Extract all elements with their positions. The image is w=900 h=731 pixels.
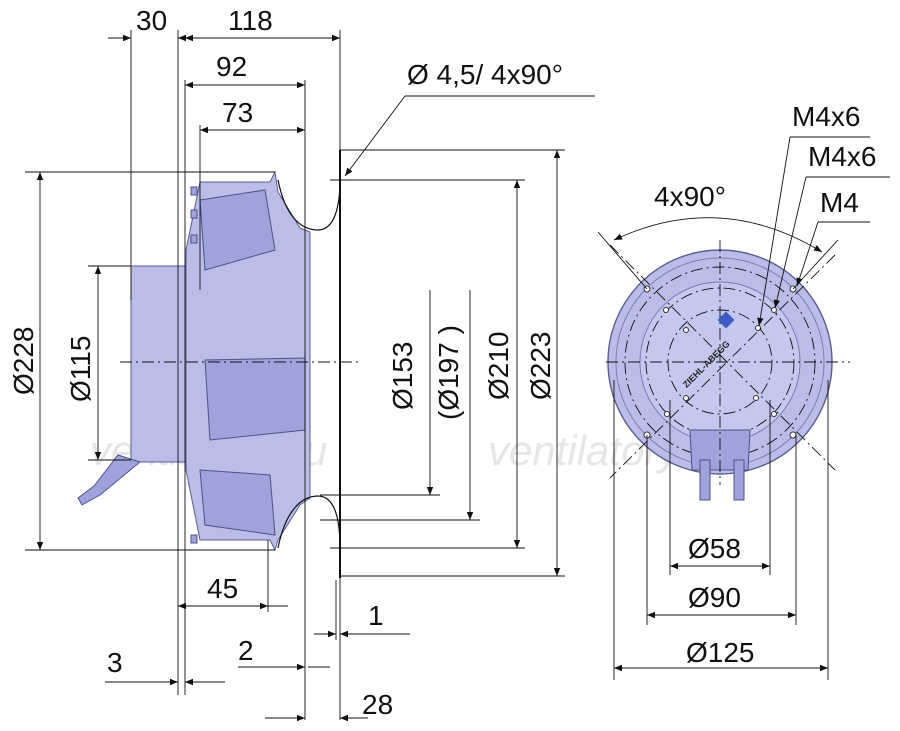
thread-label-2: M4x6 bbox=[808, 141, 876, 172]
logo-mark-icon bbox=[717, 311, 735, 329]
hole-note: Ø 4,5/ 4x90° bbox=[407, 59, 563, 90]
dim-73: 73 bbox=[222, 97, 253, 128]
dim-d223: Ø223 bbox=[525, 332, 556, 401]
dim-d210: Ø210 bbox=[483, 332, 514, 401]
dim-d115: Ø115 bbox=[65, 336, 96, 402]
inlet-nozzle-bottom bbox=[277, 495, 341, 549]
cable-gland bbox=[77, 454, 142, 506]
dim-d90: Ø90 bbox=[688, 582, 741, 613]
front-cable-2 bbox=[733, 459, 745, 501]
dim-d153: Ø153 bbox=[387, 342, 418, 411]
front-view: ZIEHL-ABEGG 4x90° M4x6 M4x6 M4 Ø58 Ø90 bbox=[597, 101, 890, 680]
dim-1: 1 bbox=[368, 600, 384, 631]
side-view: 30 118 92 73 Ø 4,5/ 4x90° Ø228 Ø115 Ø153… bbox=[8, 5, 595, 722]
blade-middle bbox=[204, 357, 306, 441]
dim-2: 2 bbox=[238, 635, 254, 666]
dim-d197: (Ø197 ) bbox=[433, 325, 464, 420]
dim-d125: Ø125 bbox=[686, 637, 755, 668]
motor-hub bbox=[130, 265, 192, 463]
dim-28: 28 bbox=[362, 689, 393, 720]
front-cable-1 bbox=[699, 459, 711, 501]
blade-top bbox=[199, 189, 276, 271]
dim-45: 45 bbox=[207, 573, 238, 604]
dim-30: 30 bbox=[136, 5, 167, 36]
dim-d58: Ø58 bbox=[688, 533, 741, 564]
thread-label-1: M4x6 bbox=[792, 101, 860, 132]
dim-92: 92 bbox=[216, 51, 247, 82]
dim-118: 118 bbox=[228, 5, 273, 36]
blade-bottom bbox=[199, 469, 276, 536]
inlet-nozzle-top bbox=[277, 179, 341, 231]
angle-label: 4x90° bbox=[654, 181, 726, 212]
dim-3: 3 bbox=[107, 647, 123, 678]
dim-d228: Ø228 bbox=[8, 327, 39, 396]
thread-label-3: M4 bbox=[820, 187, 859, 218]
